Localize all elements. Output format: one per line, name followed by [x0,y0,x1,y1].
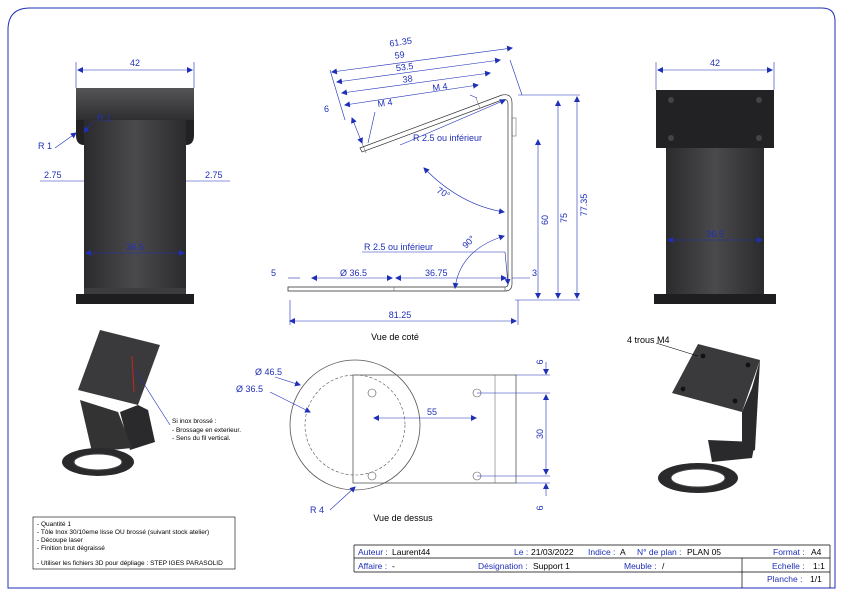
dim-53-5: 53.5 [395,61,414,73]
dim-inner-right: 36.5 [706,229,724,239]
dim-r25-bottom: R 2.5 ou inférieur [364,242,433,252]
dim-75: 75 [559,213,569,223]
notes-box [32,516,236,570]
tb-format-label: Format : [773,547,805,557]
dim-width-right: 42 [710,58,720,68]
title-block [353,544,831,588]
tb-auteur-label: Auteur : [358,547,388,557]
note-line-1: - Quantité 1 [37,521,71,528]
side-view-caption: Vue de coté [371,332,419,342]
brush-note-line-2: - Brossage en exterieur. [172,427,241,434]
tb-planche: 1/1 [810,574,822,584]
tb-affaire-label: Affaire : [358,561,387,571]
side-view [287,45,580,325]
note-line-2: - Tôle Inox 30/10eme lisse OU brossé (su… [37,529,209,536]
dim-angle-90: 90° [460,233,477,250]
dim-dia-36-5-side: Ø 36.5 [340,268,367,278]
tb-echelle-label: Echelle : [772,561,805,571]
dim-38: 38 [402,73,413,84]
isometric-view-left [62,330,171,476]
dim-angle-70: 70° [435,185,452,201]
dim-side-left: 2.75 [44,170,62,180]
note-line-3: - Découpe laser [37,537,84,544]
tb-meuble: / [662,561,665,571]
dim-77-35: 77.35 [579,194,589,217]
tb-echelle: 1:1 [813,561,825,571]
dim-dia-36-5-top: Ø 36.5 [236,384,263,394]
dim-60: 60 [540,215,550,225]
isometric-view-right [655,342,760,493]
tb-indice-label: Indice : [588,547,615,557]
tb-plan-label: N° de plan : [637,547,682,557]
holes-note: 4 trous M4 [627,335,670,345]
note-line-4: - Finition brut dégraissé [37,545,105,552]
tb-le: 21/03/2022 [531,547,574,557]
tb-designation-label: Désignation : [478,561,528,571]
tb-affaire: - [392,561,395,571]
front-view-left [40,62,230,304]
dim-59: 59 [394,49,405,60]
dim-m4-a: M 4 [377,97,393,109]
front-view-right [654,62,776,304]
dim-r25-top: R 2.5 ou inférieur [413,133,482,143]
top-view [269,359,550,511]
dim-36-75: 36.75 [425,268,448,278]
tb-designation: Support 1 [533,561,570,571]
dim-r1-outer: R 1 [38,141,52,151]
tb-auteur: Laurent44 [392,547,431,557]
dim-55: 55 [427,407,437,417]
dim-6-side: 6 [324,104,329,114]
top-view-caption: Vue de dessus [373,513,433,523]
brush-note-line-1: Si inox brossé : [172,418,217,425]
dim-inner-left: 36.5 [126,242,144,252]
tb-meuble-label: Meuble : [624,561,657,571]
dim-30: 30 [535,429,545,439]
dim-width-left: 42 [130,58,140,68]
dim-r4: R 4 [310,505,324,515]
dim-81-25: 81.25 [389,310,412,320]
dim-61-35: 61.35 [389,36,413,49]
dim-side-right: 2.75 [205,170,223,180]
dim-5: 5 [271,268,276,278]
dim-dia-46-5: Ø 46.5 [255,367,282,377]
brush-note-line-3: - Sens du fil vertical. [172,435,231,442]
dim-r1-inner: R 1 [97,113,111,123]
dim-6-top-b: 6 [535,505,545,510]
tb-format: A4 [811,547,822,557]
tb-plan: PLAN 05 [687,547,721,557]
sheet-frame [7,7,836,589]
tb-indice: A [620,547,626,557]
dim-6-top-a: 6 [535,359,545,364]
tb-le-label: Le : [514,547,528,557]
dim-m4-b: M 4 [432,81,448,93]
tb-planche-label: Planche : [767,574,802,584]
dim-3: 3 [532,268,537,278]
note-line-6: - Utiliser les fichiers 3D pour dépliage… [37,560,223,567]
